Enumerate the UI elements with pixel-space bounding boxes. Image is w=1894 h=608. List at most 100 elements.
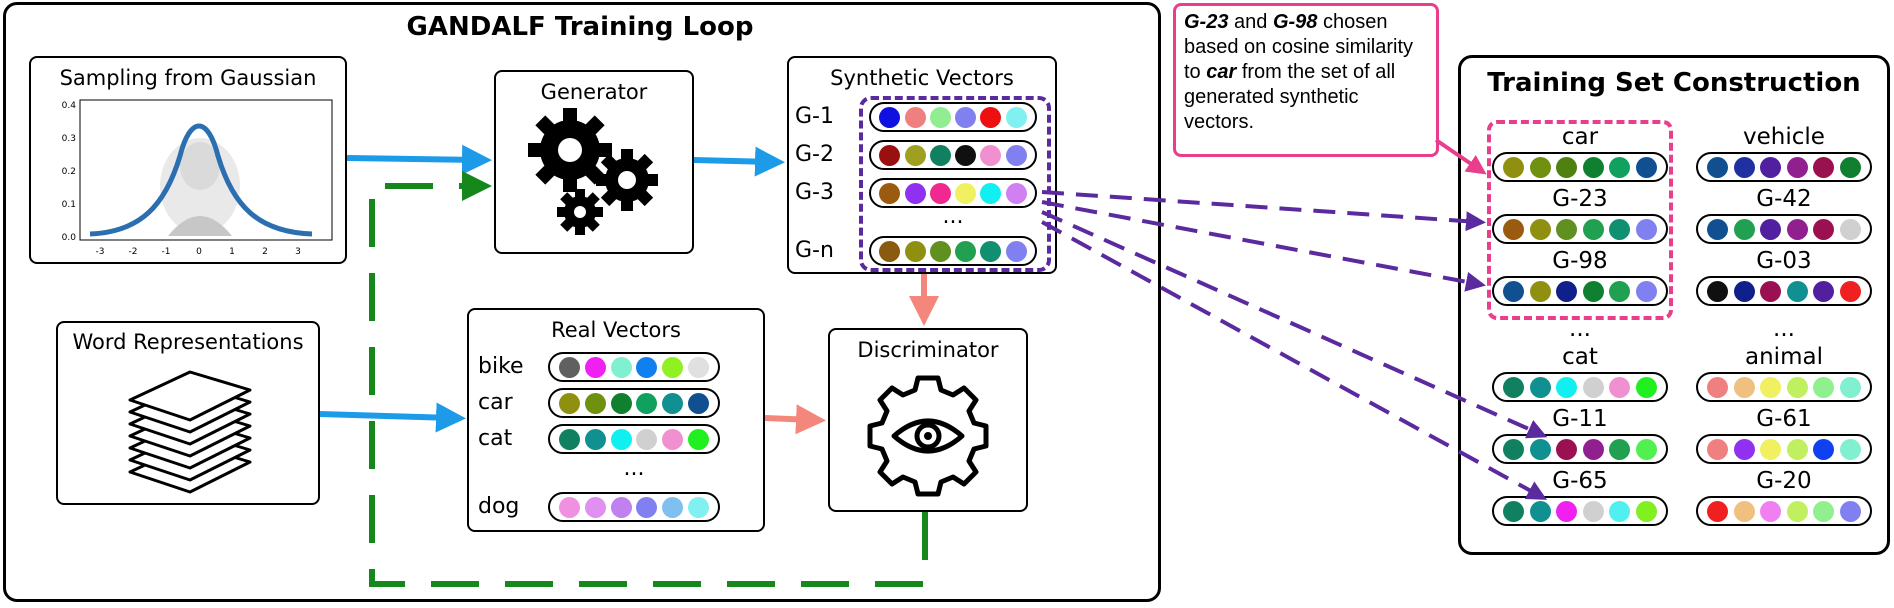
color-dot [662, 356, 684, 378]
color-dot [1529, 500, 1551, 522]
color-dot [1813, 376, 1835, 398]
color-dot [1733, 376, 1755, 398]
row-label: bike [478, 354, 524, 379]
color-dot [1733, 280, 1755, 302]
color-dot [662, 496, 684, 518]
gaussian-plot: 0.4 0.3 0.2 0.1 0.0 -3 -2 -1 0 1 2 3 [62, 99, 333, 257]
color-dot [1005, 240, 1027, 262]
color-dot [1813, 218, 1835, 240]
color-dot [955, 182, 977, 204]
color-dot [1760, 500, 1782, 522]
color-dot [688, 356, 710, 378]
color-dot [1813, 156, 1835, 178]
ellipsis: ... [942, 204, 964, 229]
color-dot [1635, 376, 1657, 398]
color-vector [869, 140, 1037, 170]
color-dot [1556, 438, 1578, 460]
note-g23: G-23 [1184, 11, 1229, 33]
color-dot [1503, 156, 1525, 178]
color-dot [558, 496, 580, 518]
training-set-label: G-20 [1756, 468, 1812, 494]
color-vector [1696, 152, 1872, 182]
synthetic-vectors-title: Synthetic Vectors [830, 66, 1014, 90]
color-dot [1582, 156, 1604, 178]
color-dot [1556, 218, 1578, 240]
arrow-generator-to-synthetic [693, 146, 785, 177]
color-dot [1609, 376, 1631, 398]
color-dot [1786, 438, 1808, 460]
color-dot [879, 144, 901, 166]
training-set-label: G-23 [1552, 186, 1608, 212]
training-set-label: cat [1562, 344, 1598, 370]
color-dot [1582, 500, 1604, 522]
color-dot [1635, 218, 1657, 240]
color-dot [1786, 376, 1808, 398]
row-label: car [478, 390, 513, 415]
training-set-title: Training Set Construction [1487, 68, 1861, 98]
training-set-label: G-11 [1552, 406, 1608, 432]
color-dot [879, 240, 901, 262]
color-dot [1582, 438, 1604, 460]
generator-title: Generator [540, 80, 648, 104]
color-vector [548, 388, 720, 418]
synthetic-selection-dashed-box [859, 96, 1051, 272]
color-dot [904, 144, 926, 166]
color-dot [584, 496, 606, 518]
y-tick: 0.1 [62, 200, 76, 210]
color-dot [610, 496, 632, 518]
color-dot [1529, 280, 1551, 302]
color-dot [929, 240, 951, 262]
color-dot [1582, 280, 1604, 302]
color-dot [636, 428, 658, 450]
color-dot [1529, 376, 1551, 398]
color-dot [1005, 182, 1027, 204]
color-dot [1760, 280, 1782, 302]
color-vector [1492, 434, 1668, 464]
color-vector [1696, 276, 1872, 306]
ellipsis: ... [623, 456, 645, 481]
document-stack-icon [128, 370, 252, 494]
color-vector [1696, 372, 1872, 402]
color-dot [1786, 156, 1808, 178]
arrow-real-to-discriminator [764, 404, 826, 435]
color-dot [1760, 156, 1782, 178]
color-dot [1839, 438, 1861, 460]
color-vector [548, 424, 720, 454]
color-vector [548, 492, 720, 522]
color-dot [1839, 218, 1861, 240]
note-and: and [1228, 11, 1273, 33]
color-dot [610, 392, 632, 414]
note-text-1: chosen based on cosine similarity to [1184, 11, 1413, 83]
color-dot [1760, 376, 1782, 398]
row-label: G-3 [795, 180, 834, 205]
color-dot [636, 356, 658, 378]
training-set-label: animal [1745, 344, 1823, 370]
arrow-gaussian-to-generator [346, 144, 492, 175]
color-dot [1556, 376, 1578, 398]
row-label: cat [478, 426, 513, 451]
ellipsis: ... [1569, 316, 1591, 342]
color-dot [1813, 438, 1835, 460]
color-dot [1733, 218, 1755, 240]
color-dot [879, 182, 901, 204]
color-dot [1760, 438, 1782, 460]
selection-note: G-23 and G-98 chosen based on cosine sim… [1173, 3, 1439, 157]
color-dot [1582, 218, 1604, 240]
y-tick: 0.4 [62, 101, 77, 111]
color-dot [662, 392, 684, 414]
color-vector [869, 178, 1037, 208]
color-dot [1839, 280, 1861, 302]
color-dot [558, 428, 580, 450]
color-dot [1609, 438, 1631, 460]
color-dot [1707, 156, 1729, 178]
color-vector [1492, 214, 1668, 244]
color-dot [1609, 500, 1631, 522]
color-dot [558, 356, 580, 378]
color-dot [1529, 218, 1551, 240]
color-dot [929, 144, 951, 166]
color-dot [1707, 438, 1729, 460]
training-set-label: G-65 [1552, 468, 1608, 494]
